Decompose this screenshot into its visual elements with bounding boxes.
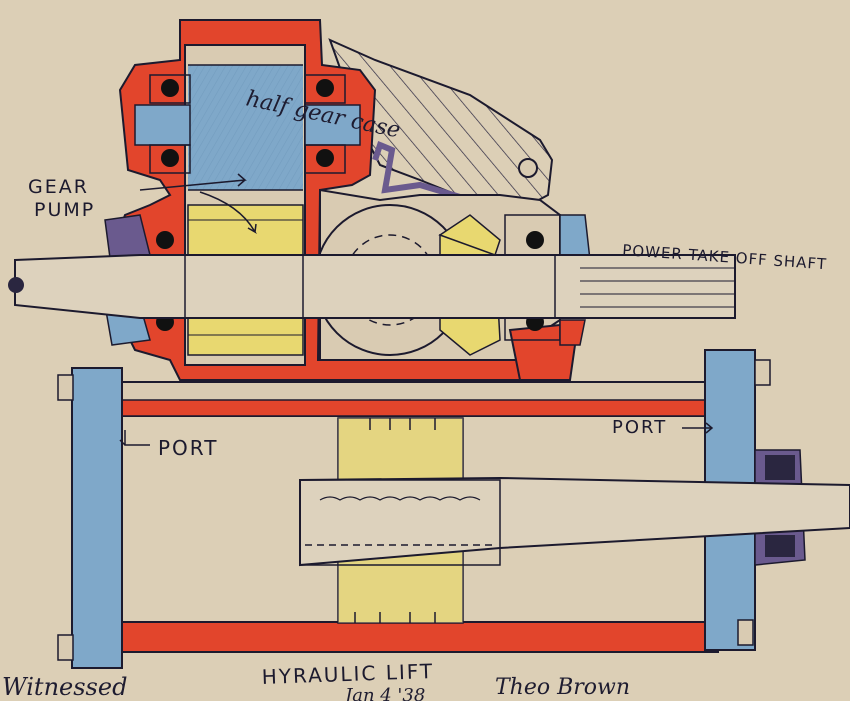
inventor-signature: Theo Brown [495,675,630,700]
bearing-ball-icon [156,231,174,249]
upper-gear [134,64,361,191]
arrow-icon [682,422,714,434]
arrow-icon [139,173,247,191]
power-take-off-shaft [8,254,736,319]
port-label-left: PORT [158,436,218,460]
bearing-ball-icon [161,79,179,97]
bearing-ball-icon [161,149,179,167]
piston-rod [299,476,850,567]
arrow-icon [119,430,150,446]
arrow-icon [199,191,257,234]
drawing-date: Jan 4 '38 [341,685,425,701]
shaft-end-icon [8,277,24,293]
lift-cylinder [57,349,806,669]
bearing-ball-icon [316,79,334,97]
bearing-ball-icon [316,149,334,167]
witnessed-label: Witnessed [2,673,127,701]
gear-pump-label-line1: GEAR [28,176,89,198]
port-label-right: PORT [612,417,667,438]
bearing-ball-icon [526,231,544,249]
gear-pump-label-line2: PUMP [34,199,95,221]
